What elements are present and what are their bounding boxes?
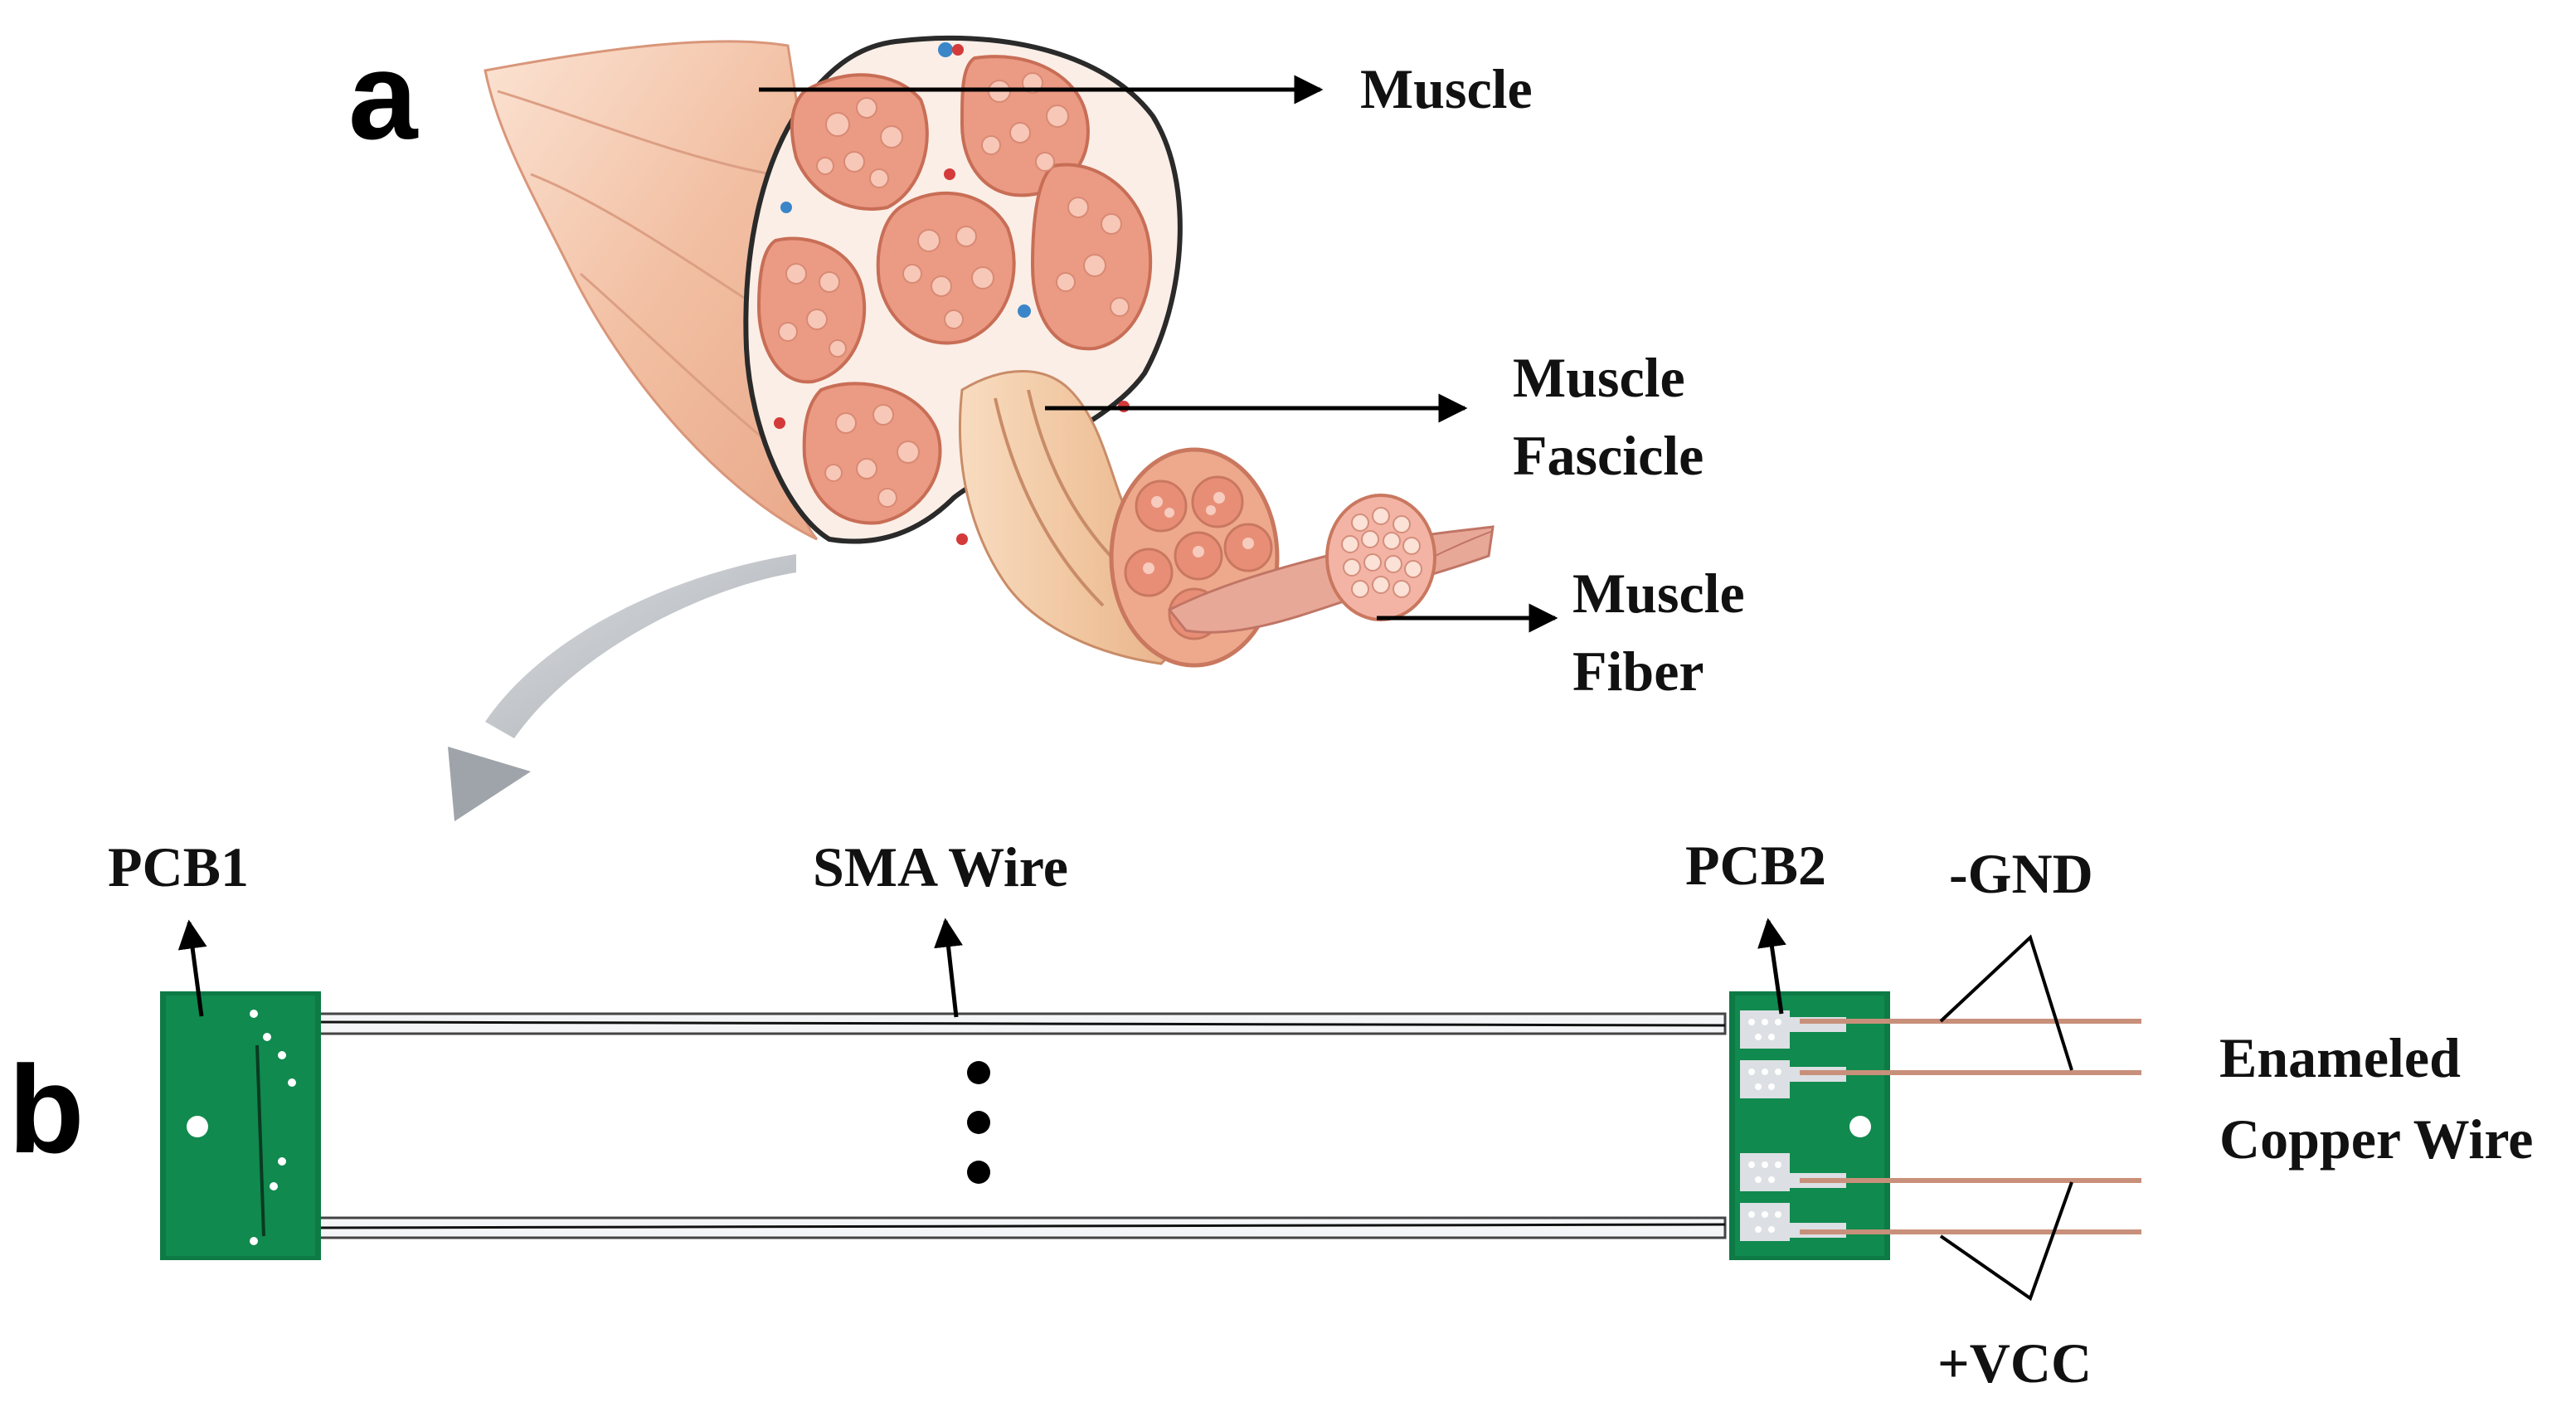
label-muscle-fiber-1: Muscle — [1572, 562, 1745, 625]
vcc-bracket — [1939, 1181, 2073, 1302]
label-muscle-fiber-2: Fiber — [1572, 640, 1704, 703]
muscle-tendon — [484, 40, 839, 541]
label-muscle-fascicle-1: Muscle — [1513, 346, 1685, 409]
ellipsis-dots — [967, 1061, 990, 1184]
panel-label-a: a — [348, 26, 418, 165]
vessels — [774, 42, 1130, 545]
sma-wire-assembly — [160, 918, 2141, 1302]
transition-arrow — [448, 554, 796, 821]
label-vcc: +VCC — [1937, 1331, 2092, 1395]
panel-label-b: b — [8, 1039, 85, 1179]
gnd-bracket — [1939, 934, 2073, 1071]
pcb1-pointer — [177, 919, 207, 1017]
pcb1-board — [160, 991, 321, 1260]
label-enameled-2: Copper Wire — [2219, 1107, 2534, 1171]
sma-wires — [313, 1012, 1727, 1239]
fiber-dots — [778, 72, 1130, 508]
label-muscle: Muscle — [1360, 57, 1533, 120]
label-muscle-fascicle-2: Fascicle — [1513, 424, 1704, 487]
polarity-brackets — [1939, 934, 2073, 1302]
sma-wire-pointer — [934, 918, 963, 1018]
fiber-cross-section — [1325, 494, 1436, 621]
panel-b-pointers — [177, 918, 1786, 1018]
label-enameled-1: Enameled — [2219, 1026, 2461, 1089]
label-sma-wire: SMA Wire — [813, 835, 1068, 898]
muscle-illustration — [484, 35, 1495, 668]
panel-a-pointers — [759, 75, 1558, 633]
fascicle-cross-section — [1109, 447, 1280, 668]
label-gnd: -GND — [1949, 842, 2093, 905]
copper-wires — [1800, 1019, 2141, 1234]
label-pcb1: PCB1 — [108, 835, 249, 898]
pcb2-board — [1729, 991, 1890, 1260]
label-pcb2: PCB2 — [1685, 834, 1826, 897]
pcb2-pointer — [1757, 918, 1786, 1015]
